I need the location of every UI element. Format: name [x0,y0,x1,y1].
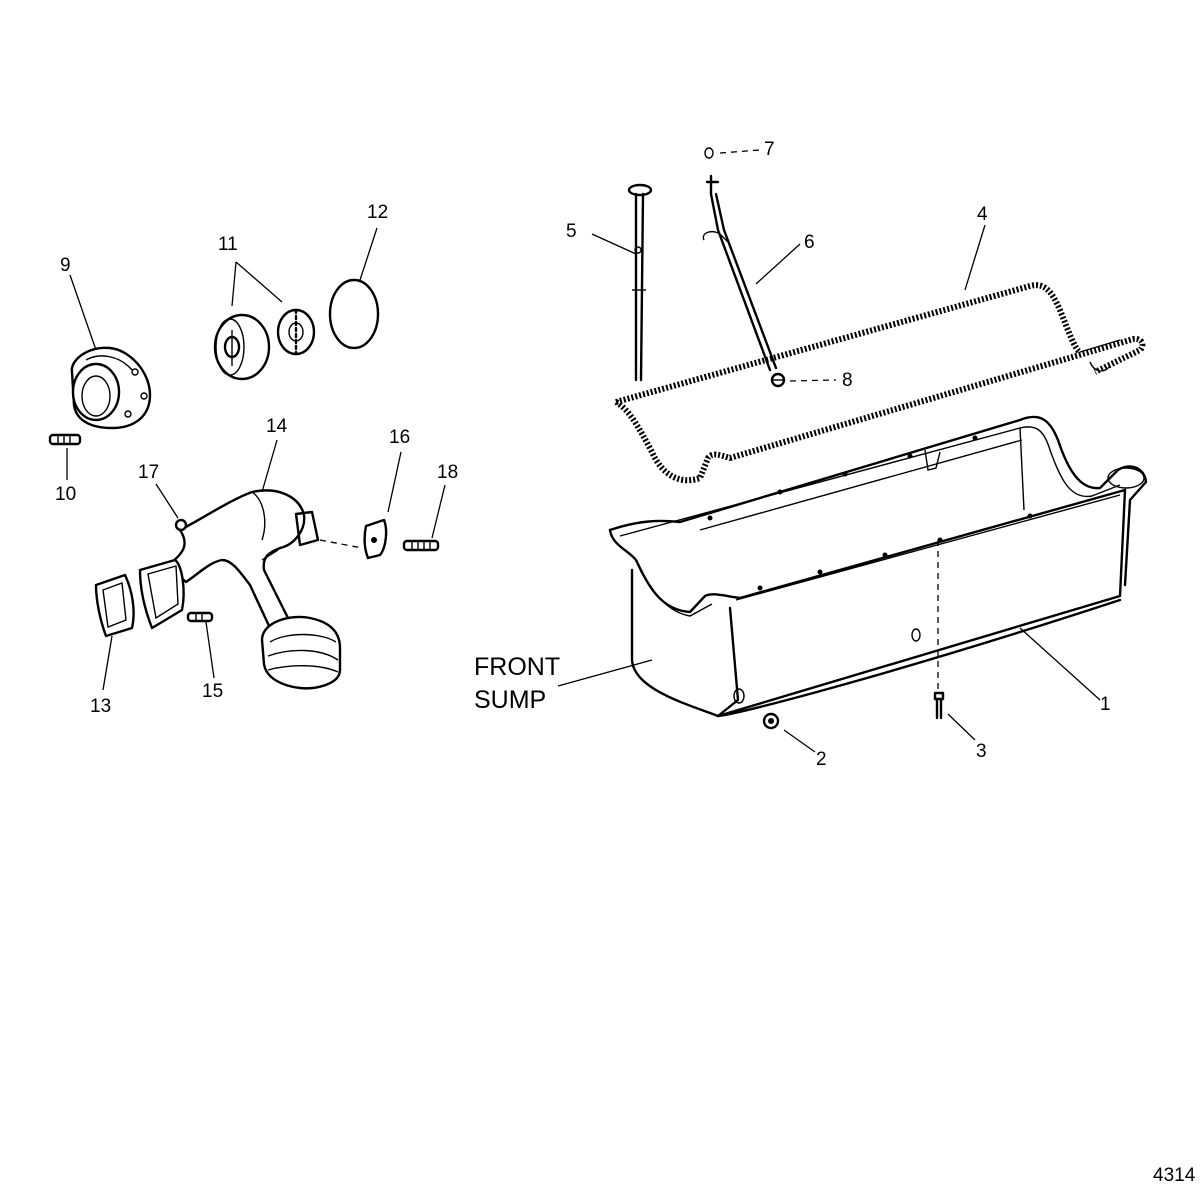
bolt-10 [48,433,82,446]
front-sump-label-line1: FRONT [474,653,560,681]
callout-11: 11 [218,234,238,255]
pump-gears [213,308,316,381]
nut-17 [174,518,188,532]
callout-16: 16 [389,427,410,448]
oil-pan [608,415,1148,718]
oil-pump-cover [70,346,152,430]
callout-2: 2 [816,749,827,770]
callout-14: 14 [266,416,288,437]
callout-18: 18 [437,462,458,483]
grommet-8 [770,372,786,388]
callout-12: 12 [367,202,388,223]
callout-6: 6 [804,232,815,253]
callout-13: 13 [90,696,111,717]
cap-7 [704,147,714,159]
figure-id: 4314 [1153,1165,1196,1186]
front-sump-label-line2: SUMP [474,686,546,714]
leader-lines [66,149,1101,753]
callout-5: 5 [566,221,577,242]
drain-plug-2 [762,712,780,730]
callout-8: 8 [842,370,853,391]
bolt-18 [402,539,440,552]
dipstick [627,183,653,382]
callout-1: 1 [1100,694,1111,715]
callout-9: 9 [60,255,71,276]
bolt-15 [186,611,214,623]
callout-3: 3 [976,741,987,762]
bracket-16 [363,518,388,560]
callout-4: 4 [977,204,988,225]
callout-10: 10 [55,484,76,505]
o-ring-12 [328,278,380,350]
callout-7: 7 [764,139,775,160]
oil-pan-gasket [614,282,1146,484]
dipstick-tube [702,174,778,372]
flange-gasket-13 [94,573,135,638]
callout-15: 15 [202,681,223,702]
pickup-tube [138,489,363,690]
callout-17: 17 [138,462,159,483]
bolt-3 [933,691,945,720]
